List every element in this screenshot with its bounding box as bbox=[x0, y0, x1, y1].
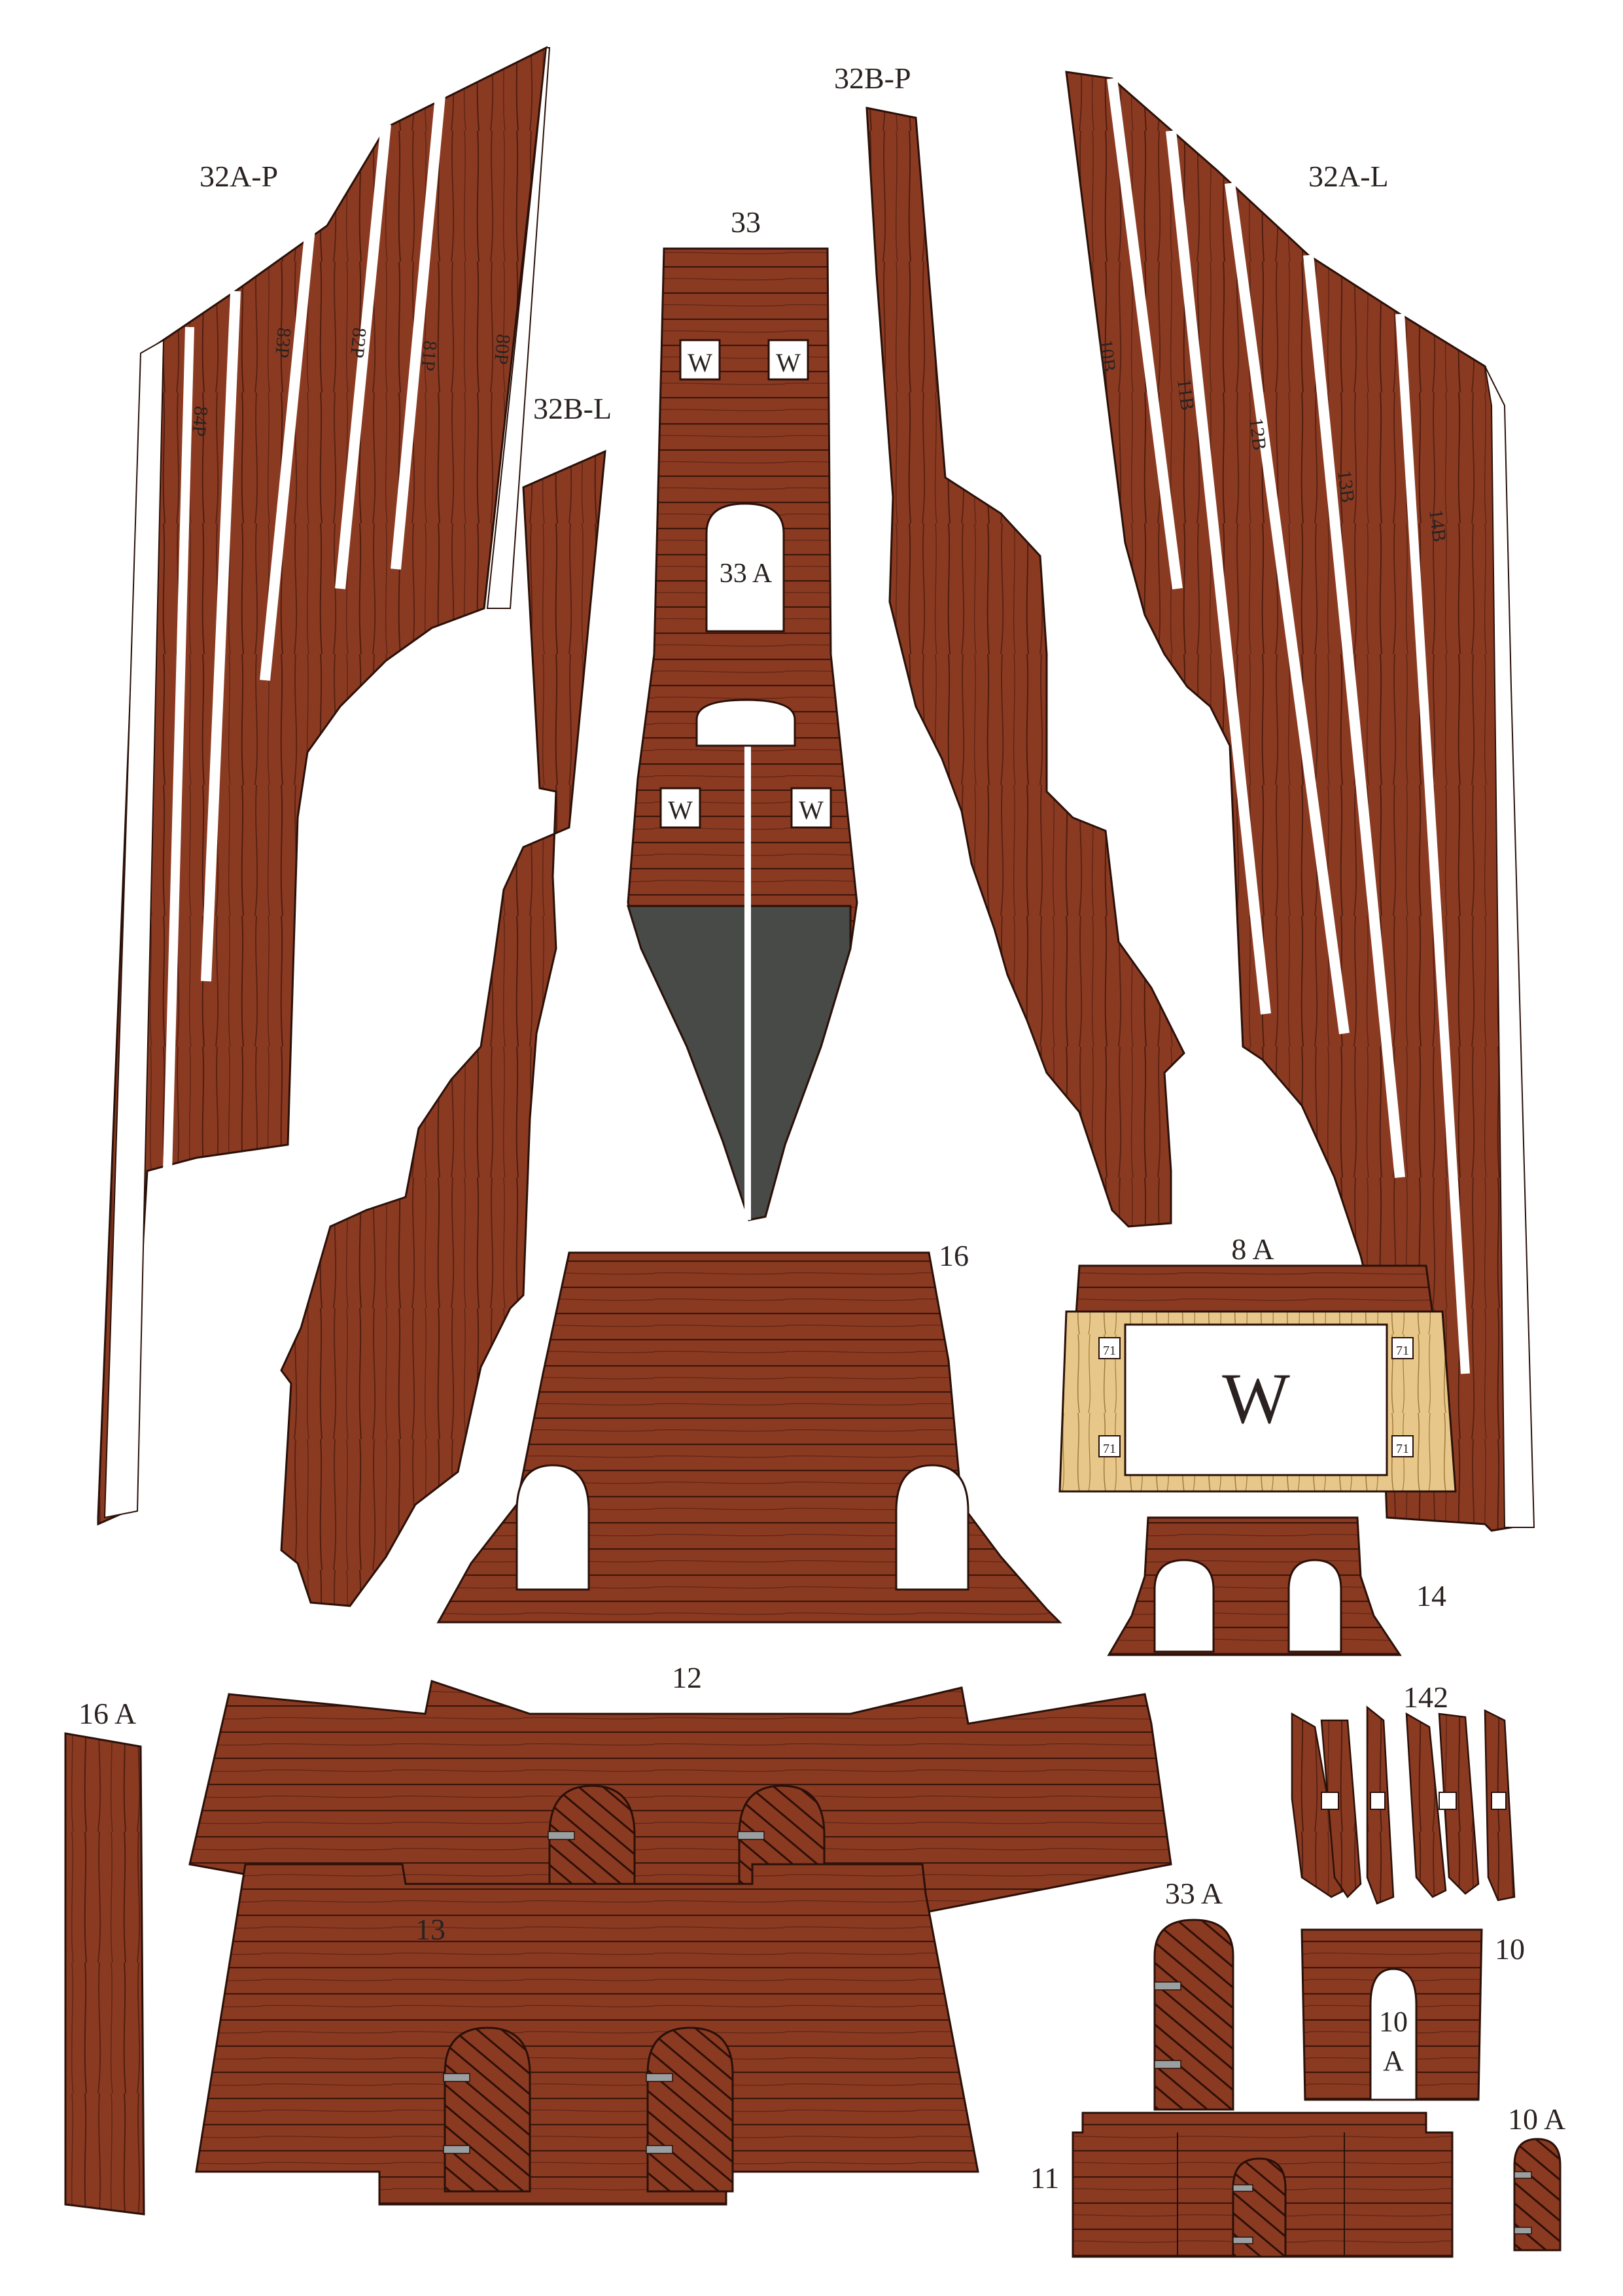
part-11 bbox=[1072, 2112, 1454, 2258]
part-142 bbox=[1291, 1705, 1516, 1905]
strip-mark: 82P bbox=[346, 326, 370, 358]
label-16a: 16 A bbox=[79, 1697, 136, 1730]
window-marker bbox=[659, 787, 701, 829]
part-13 bbox=[195, 1863, 979, 2206]
strip-mark: 84P bbox=[188, 405, 212, 437]
window-marker bbox=[767, 339, 809, 381]
part-10: 10 A bbox=[1300, 1928, 1483, 2101]
label-33a-inner: 33 A bbox=[720, 559, 773, 589]
window-marker bbox=[679, 339, 721, 381]
label-10: 10 bbox=[1495, 1932, 1525, 1966]
label-8a: 8 A bbox=[1231, 1232, 1274, 1266]
part-32a-p: 84P 83P 82P 81P 80P bbox=[97, 46, 551, 1526]
part-8a: 71 71 71 71 W bbox=[1058, 1264, 1457, 1493]
tab-mark: 71 bbox=[1103, 1344, 1116, 1358]
part-10a bbox=[1513, 2138, 1562, 2252]
part-32a-l: 10B 11B 12B 13B 14B bbox=[1065, 71, 1535, 1532]
part-14 bbox=[1107, 1516, 1402, 1656]
strip-mark: 13B bbox=[1333, 469, 1359, 504]
window-letter: W bbox=[799, 795, 824, 825]
label-32b-l: 32B-L bbox=[533, 392, 612, 425]
tab-mark: 71 bbox=[1103, 1442, 1116, 1456]
part-32b-p bbox=[865, 107, 1185, 1228]
tab-mark: 71 bbox=[1396, 1344, 1409, 1358]
label-142: 142 bbox=[1403, 1680, 1448, 1714]
tab-mark: 71 bbox=[1396, 1442, 1409, 1456]
part-33: W W W W 33 A bbox=[626, 247, 858, 1221]
part-16 bbox=[436, 1251, 1062, 1624]
strip-mark: 14B bbox=[1425, 508, 1450, 544]
label-11: 11 bbox=[1030, 2161, 1059, 2195]
label-14: 14 bbox=[1416, 1579, 1446, 1612]
part-32b-l bbox=[280, 449, 606, 1607]
window-letter: W bbox=[668, 795, 693, 825]
label-16: 16 bbox=[939, 1239, 969, 1272]
label-32b-p: 32B-P bbox=[834, 61, 911, 95]
strip-marks-right: 10B 11B 12B 13B 14B bbox=[1094, 338, 1450, 544]
window-letter: W bbox=[776, 348, 801, 377]
label-32a-l: 32A-L bbox=[1308, 160, 1389, 193]
strip-mark: 81P bbox=[417, 339, 441, 372]
window-letter-large: W bbox=[1222, 1359, 1290, 1438]
label-10a: 10 A bbox=[1508, 2102, 1565, 2136]
strip-mark: 80P bbox=[490, 333, 514, 365]
window-marker bbox=[790, 787, 832, 829]
part-33a-door bbox=[1153, 1919, 1234, 2111]
label-33: 33 bbox=[731, 205, 761, 239]
strip-mark: 11B bbox=[1173, 377, 1198, 412]
strip-mark: 12B bbox=[1245, 417, 1270, 452]
strip-mark: 10B bbox=[1094, 338, 1120, 374]
label-13: 13 bbox=[415, 1913, 445, 1946]
strip-mark: 83P bbox=[271, 326, 295, 358]
label-12: 12 bbox=[672, 1661, 702, 1694]
window-letter: W bbox=[688, 348, 712, 377]
part-16a bbox=[64, 1732, 145, 2216]
label-33a-small: 33 A bbox=[1165, 1877, 1223, 1910]
strip-marks-left: 84P 83P 82P 81P 80P bbox=[188, 326, 514, 437]
label-10a-inner-letter: A bbox=[1383, 2045, 1404, 2077]
label-32a-p: 32A-P bbox=[200, 160, 278, 193]
label-10a-inner: 10 bbox=[1379, 2006, 1408, 2038]
